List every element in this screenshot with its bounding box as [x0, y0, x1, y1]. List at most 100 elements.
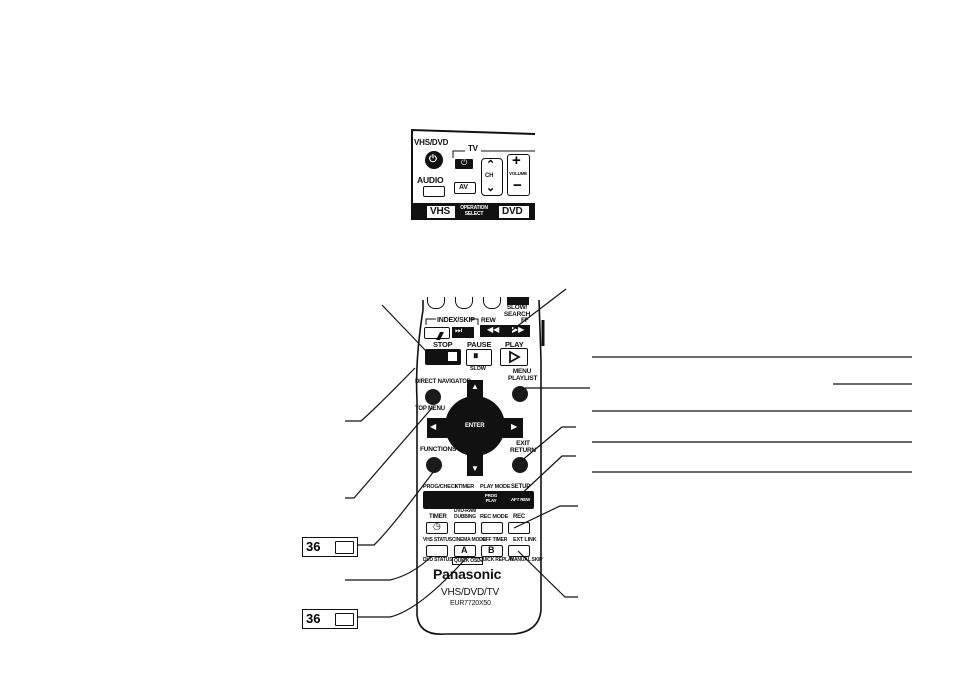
vhs-select-button[interactable]: VHS	[426, 205, 456, 219]
rec-label: REC	[513, 514, 526, 520]
manual-skip-label: MANUAL SKIP	[510, 557, 543, 563]
ff-label: FF	[521, 317, 529, 324]
menu-playlist-label: MENU PLAYLIST	[508, 368, 538, 382]
book-icon	[335, 541, 354, 554]
aft-rew-label: AFT REW	[511, 497, 531, 502]
pause-label: PAUSE	[467, 340, 492, 349]
rewind-icon: ◀◀	[487, 325, 500, 334]
brand-logo: Panasonic	[433, 566, 502, 582]
arrow-down-icon: ▼	[471, 464, 479, 473]
top-panel: VHS/DVD TV ⏻ ⏻ AUDIO AV ⌃ CH ⌄ + VOLUME …	[411, 126, 535, 220]
index-skip-forward-button[interactable]: ⏭	[452, 326, 474, 338]
stop-icon	[448, 352, 457, 361]
av-label: AV	[459, 184, 468, 191]
navigation-pad: ▲ ▼ ◀ ▶ ENTER	[425, 380, 525, 476]
operation-select-label: OPERATION SELECT	[460, 205, 488, 217]
dpad-ring	[445, 396, 505, 456]
quick-replay-label: QUICK REPLAY	[479, 557, 514, 563]
index-skip-back-button[interactable]	[424, 327, 450, 340]
ext-link-button[interactable]	[508, 545, 530, 557]
page-reference-2[interactable]: 36	[302, 609, 358, 629]
slow-label: SLOW	[470, 366, 486, 372]
dvd-label: DVD	[502, 206, 523, 217]
play-button[interactable]	[500, 348, 528, 366]
dvd-status-label: DVD STATUS	[423, 557, 453, 563]
functions-label: FUNCTIONS	[420, 446, 457, 453]
rec-mode-label: REC MODE	[480, 514, 509, 520]
pause-icon: ⏸	[473, 350, 479, 362]
audio-label: AUDIO	[417, 175, 444, 185]
page-reference-1[interactable]: 36	[302, 537, 358, 557]
minus-icon: −	[513, 177, 522, 194]
pause-button[interactable]: ⏸	[466, 349, 492, 366]
arrow-left-icon: ◀	[430, 422, 437, 431]
volume-rocker[interactable]: + VOLUME −	[507, 152, 530, 196]
fast-forward-icon: ▶▶	[512, 325, 525, 334]
ext-link-label: EXT LINK	[513, 537, 537, 543]
stop-button[interactable]	[425, 349, 461, 365]
vhs-dvd-power-button[interactable]: ⏻	[425, 151, 443, 169]
exit-return-button[interactable]	[512, 457, 528, 473]
exit-return-label: EXIT RETURN	[510, 440, 536, 454]
top-row-button-1[interactable]	[427, 297, 445, 309]
ch-label: CH	[485, 173, 494, 179]
timer-button[interactable]: ◷	[426, 521, 448, 534]
b-button[interactable]: B	[481, 545, 503, 557]
top-row-button-2[interactable]	[455, 297, 473, 309]
off-timer-label: OFF TIMER	[482, 537, 508, 543]
skip-back-icon	[436, 332, 444, 340]
prog-check-label: PROG/CHECK	[423, 484, 459, 490]
model-code: EUR7720X50	[450, 600, 491, 607]
menu-playlist-button[interactable]	[512, 386, 528, 402]
dvd-select-button[interactable]: DVD	[498, 205, 530, 219]
dubbing-button[interactable]	[454, 522, 476, 534]
tv-power-icon: ⏻	[461, 158, 468, 167]
stop-label: STOP	[433, 340, 453, 349]
clock-icon: ◷	[433, 521, 441, 531]
index-skip-bracket	[425, 318, 479, 325]
quick-osd-label: QUICK OSD	[452, 557, 483, 565]
enter-button[interactable]: ENTER	[465, 423, 485, 429]
tv-label: TV	[468, 144, 478, 153]
prog-play-label: PROG PLAY	[484, 493, 498, 503]
chevron-up-icon: ⌃	[486, 159, 496, 171]
channel-rocker[interactable]: ⌃ CH ⌄	[481, 158, 503, 196]
rec-button[interactable]	[508, 522, 530, 534]
a-button[interactable]: A	[454, 545, 476, 557]
timer-label: TIMER	[429, 514, 447, 520]
a-label: A	[461, 545, 468, 555]
top-row-button-3[interactable]	[483, 297, 501, 309]
chevron-down-icon: ⌄	[486, 182, 496, 194]
tv-bracket	[452, 150, 535, 158]
rec-mode-button[interactable]	[481, 522, 503, 534]
power-icon: ⏻	[429, 154, 437, 165]
operation-select-bar: VHS OPERATION SELECT DVD	[413, 203, 535, 220]
play-icon	[509, 350, 521, 364]
slow-search-label: SLOW/ SEARCH	[503, 304, 531, 318]
model-label: VHS/DVD/TV	[441, 587, 500, 598]
book-icon	[335, 613, 354, 626]
slow-search-rocker[interactable]: ◀◀ ▶▶	[480, 325, 530, 337]
status-button[interactable]	[426, 545, 448, 557]
direct-navigator-button[interactable]	[425, 389, 441, 405]
index-skip-label: INDEX/SKIP	[437, 317, 475, 324]
rew-label: REW	[481, 317, 496, 324]
volume-label: VOLUME	[509, 171, 528, 176]
arrow-up-icon: ▲	[471, 382, 479, 391]
top-panel-outline	[411, 128, 535, 220]
av-button[interactable]: AV	[454, 182, 476, 194]
function-button-bar[interactable]: PROG PLAY AFT REW	[423, 491, 534, 509]
functions-button[interactable]	[426, 457, 442, 473]
plus-icon: +	[512, 152, 521, 169]
play-label: PLAY	[505, 340, 524, 349]
setup-label: SETUP	[511, 484, 531, 490]
tv-power-button[interactable]: ⏻	[455, 158, 473, 169]
cinema-mode-label: CINEMA MODE	[452, 537, 486, 543]
dvd-ram-dubbing-label: DVD-RAM DUBBING	[453, 508, 477, 520]
vhs-label: VHS	[430, 206, 450, 217]
direct-navigator-label: DIRECT NAVIGATOR	[415, 379, 471, 385]
b-label: B	[488, 545, 495, 555]
i-timer-label: I-TIMER	[455, 484, 475, 490]
play-mode-label: PLAY MODE	[480, 484, 511, 490]
audio-button[interactable]	[423, 186, 445, 197]
